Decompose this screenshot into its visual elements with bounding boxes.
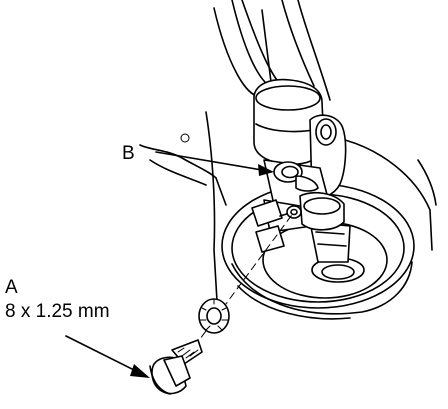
bolt-hole-b: [273, 161, 319, 192]
label-b: B: [122, 143, 135, 164]
lower-shaft: [309, 221, 351, 263]
body-panel: [139, 111, 227, 319]
label-a: A: [5, 277, 18, 298]
label-a-size: 8 x 1.25 mm: [5, 301, 110, 322]
clamp-slot: [251, 199, 302, 253]
callout-arrow-b: [155, 151, 274, 176]
universal-joint: [253, 78, 347, 233]
washer: [198, 298, 230, 334]
side-panel: [344, 139, 437, 251]
callout-arrow-a: [65, 335, 150, 378]
bolt-centerline: [179, 211, 295, 367]
bolt-a: [149, 339, 203, 395]
